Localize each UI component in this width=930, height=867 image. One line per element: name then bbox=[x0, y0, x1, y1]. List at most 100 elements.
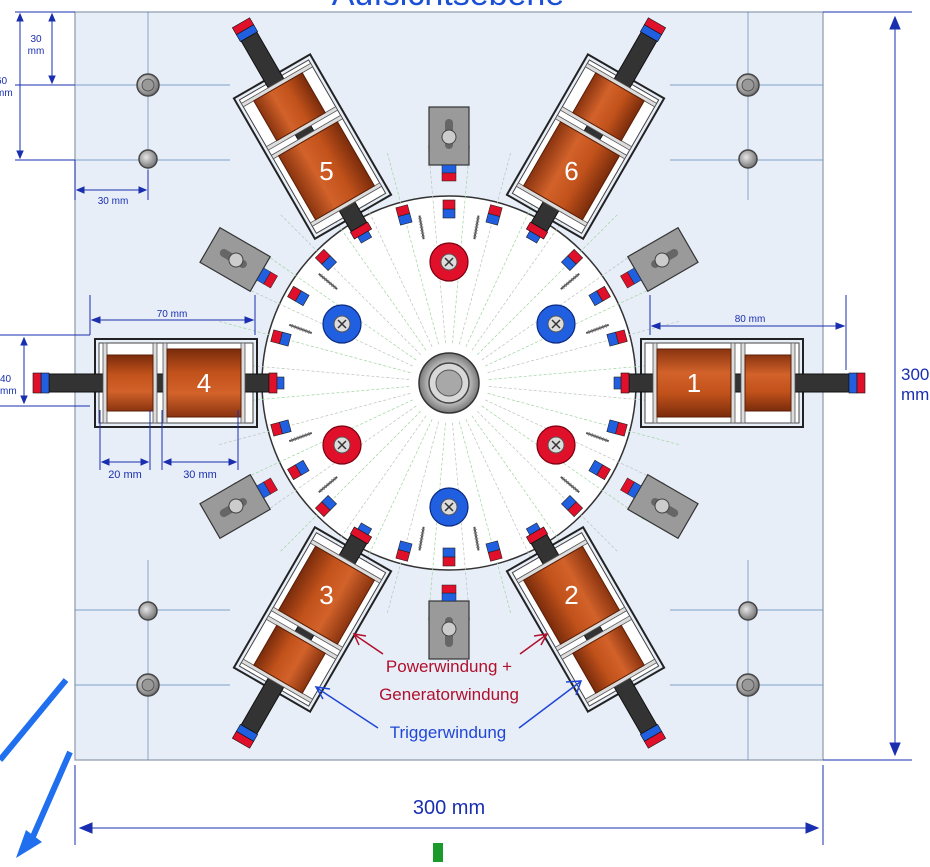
rotor-ray bbox=[279, 213, 421, 355]
dim-left-60-2: mm bbox=[0, 88, 13, 99]
sensor-spike bbox=[417, 526, 426, 551]
rotor-ray bbox=[477, 213, 619, 355]
rotor-magnet bbox=[588, 459, 611, 481]
dim-coil-large: 30 mm bbox=[183, 469, 217, 481]
sensor-bracket bbox=[199, 226, 278, 293]
sensor-spike bbox=[417, 215, 426, 240]
rotor-magnet bbox=[606, 419, 628, 437]
coil-label: 1 bbox=[687, 368, 701, 398]
rotor-ray bbox=[386, 151, 439, 345]
sensor-spike bbox=[288, 431, 313, 443]
dim-coil-small: 20 mm bbox=[108, 469, 142, 481]
rotor-bolt-blue bbox=[322, 304, 362, 344]
rotor-ray bbox=[485, 281, 667, 367]
dim-height-total-2: mm bbox=[901, 385, 929, 404]
rotor-magnet bbox=[442, 547, 456, 567]
coil-1: 1 bbox=[620, 338, 866, 428]
dim-coil-length-right: 80 mm bbox=[735, 314, 766, 325]
dim-left-60-1: 60 bbox=[0, 76, 8, 87]
rotor-magnet bbox=[561, 248, 584, 271]
rotor-magnet bbox=[485, 540, 503, 562]
rotor-magnet bbox=[395, 204, 413, 226]
sensor-bracket bbox=[428, 106, 470, 182]
annotation-power-2: Generatorwindung bbox=[379, 685, 519, 704]
coil-3: 3 bbox=[231, 525, 393, 749]
coil-label: 3 bbox=[319, 580, 333, 610]
rotor-bolts bbox=[322, 242, 576, 527]
dim-coil-length-left: 70 mm bbox=[157, 309, 188, 320]
rotor-ray bbox=[386, 421, 439, 615]
coil-label: 6 bbox=[564, 156, 578, 186]
annotation-trigger: Triggerwindung bbox=[390, 723, 507, 742]
dim-top-30-2: mm bbox=[28, 46, 45, 57]
rotor-ray bbox=[252, 245, 417, 361]
dim-height-total-1: 300 bbox=[901, 365, 929, 384]
rotor-ray bbox=[485, 399, 667, 485]
coil-5: 5 bbox=[231, 17, 393, 241]
coil-4: 4 bbox=[32, 338, 278, 428]
sensor-spike bbox=[472, 215, 481, 240]
rotor-ray bbox=[481, 245, 646, 361]
rotor-ray bbox=[477, 411, 619, 553]
corner-bolt bbox=[141, 78, 155, 92]
sensor-spike bbox=[585, 323, 610, 335]
rotor-bolt-blue bbox=[536, 304, 576, 344]
rotor-magnet bbox=[314, 495, 337, 518]
rotor-magnet bbox=[561, 495, 584, 518]
annotation-power-1: Powerwindung + bbox=[386, 657, 512, 676]
dim-left-40-1: 40 bbox=[0, 374, 12, 385]
coil-label: 2 bbox=[564, 580, 578, 610]
dimension-labels: 300 mm 300 mm 30 mm 60 mm 30 mm 40 mm 70… bbox=[0, 34, 929, 819]
sensor-spike bbox=[560, 476, 580, 494]
corner-bolt bbox=[738, 601, 758, 621]
rotor-ray bbox=[452, 143, 471, 344]
center-hub bbox=[418, 352, 480, 414]
coil-assemblies: 1 2 3 4 5 6 bbox=[32, 17, 866, 749]
rotor-ray bbox=[459, 151, 512, 345]
rotor-bolt-red bbox=[536, 425, 576, 465]
rotor-ray bbox=[217, 393, 411, 446]
rotor-magnet bbox=[442, 199, 456, 219]
rotor-bolt-red bbox=[322, 425, 362, 465]
sensor-spike bbox=[288, 323, 313, 335]
sensor-bracket bbox=[199, 473, 278, 540]
rotor-magnet bbox=[588, 285, 611, 307]
rotor-ray bbox=[459, 421, 512, 615]
rotor-ray bbox=[217, 320, 411, 373]
rotor-magnet bbox=[287, 459, 310, 481]
sensor-spike bbox=[318, 476, 338, 494]
corner-bolt bbox=[741, 78, 755, 92]
rotor-magnet bbox=[270, 419, 292, 437]
rotor-magnets bbox=[265, 199, 633, 567]
sensor-spike bbox=[318, 272, 338, 290]
rotor-bolt-red bbox=[429, 242, 469, 282]
rotor-ray bbox=[481, 405, 646, 521]
rotor-ray bbox=[452, 422, 471, 623]
rotor-bolt-blue bbox=[429, 487, 469, 527]
rotor-magnet bbox=[606, 329, 628, 347]
sensor-spike bbox=[585, 431, 610, 443]
rotor-magnet bbox=[270, 329, 292, 347]
sensor-bracket bbox=[620, 473, 699, 540]
dim-top-30-1: 30 bbox=[30, 34, 42, 45]
sensor-brackets bbox=[199, 106, 699, 660]
dim-left-40-2: mm bbox=[0, 386, 17, 397]
corner-bolt bbox=[141, 678, 155, 692]
dim-horiz-30: 30 mm bbox=[98, 196, 129, 207]
rotor-magnet bbox=[314, 248, 337, 271]
rotor-ray bbox=[279, 411, 421, 553]
rotor-ray bbox=[487, 320, 681, 373]
dim-width-total: 300 mm bbox=[413, 797, 485, 819]
corner-bolt bbox=[138, 601, 158, 621]
coil-label: 4 bbox=[197, 368, 211, 398]
corner-bolts bbox=[136, 73, 760, 697]
sensor-spike bbox=[472, 526, 481, 551]
annotations: Powerwindung + Generatorwindung Triggerw… bbox=[314, 633, 583, 742]
dimension-lines bbox=[0, 11, 912, 845]
corner-bolt bbox=[138, 149, 158, 169]
rotor-magnet bbox=[395, 540, 413, 562]
rotor-magnet bbox=[287, 285, 310, 307]
sensor-bracket bbox=[428, 584, 470, 660]
